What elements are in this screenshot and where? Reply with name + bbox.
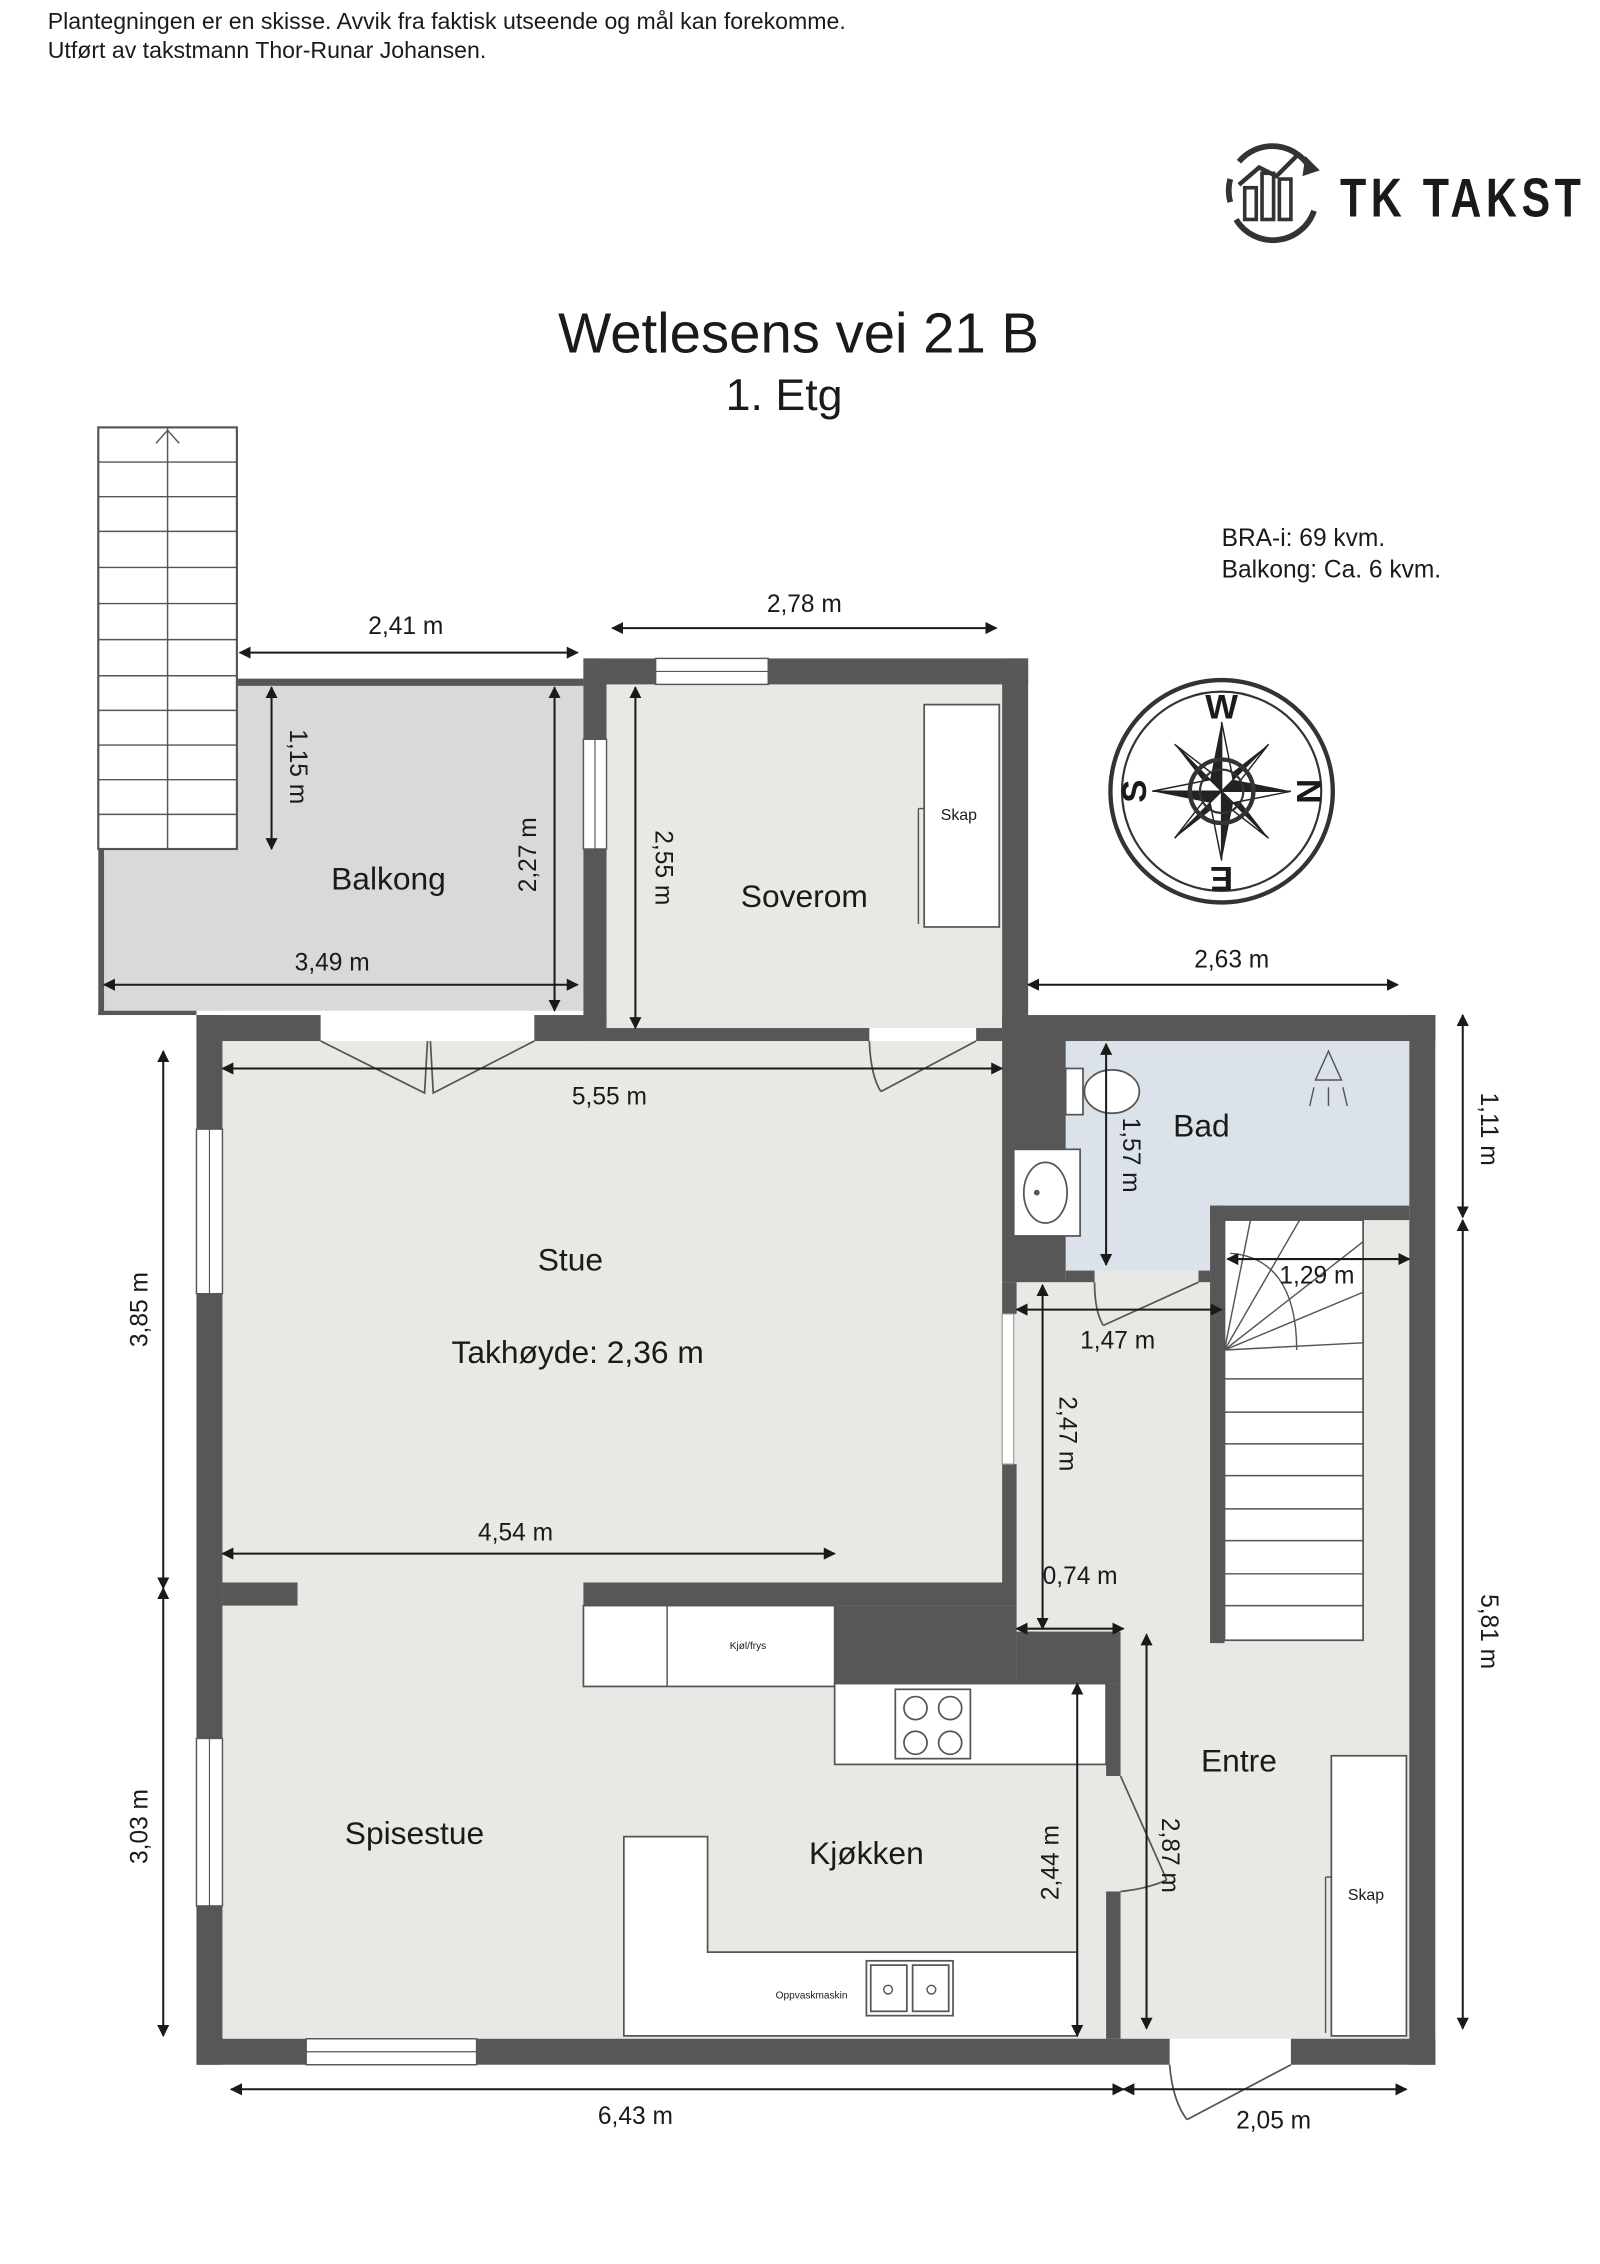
burner-icon: [937, 1695, 963, 1721]
shower-icon: [1308, 1049, 1348, 1107]
area-balkong: Balkong: Ca. 6 kvm.: [1222, 557, 1442, 584]
building-chart-circle-icon: [1225, 143, 1320, 244]
dimension-label: 2,41 m: [368, 613, 443, 640]
balkong-floor: [104, 684, 584, 1011]
bad-floor: [1065, 1041, 1410, 1271]
bathroom-sink-icon: [1012, 1148, 1081, 1237]
room-label-balkong: Balkong: [331, 860, 446, 896]
compass-letter-right: N: [1289, 779, 1327, 804]
balkong-double-door: [320, 1040, 535, 1095]
window-soverom-left: [582, 738, 608, 850]
header-note-line-2: Utført av takstmann Thor-Runar Johansen.: [48, 37, 487, 63]
dimension-label: 4,54 m: [478, 1520, 553, 1547]
compass-letter-left: S: [1116, 780, 1154, 803]
compass-letter-bottom: E: [1210, 859, 1233, 897]
dimension-label: 1,47 m: [1080, 1328, 1155, 1355]
compass-letter-top: W: [1205, 689, 1238, 727]
kitchen-sink-icon: [865, 1959, 954, 2017]
kitchen-counter: [622, 1835, 1079, 2037]
room-label-soverom: Soverom: [741, 878, 868, 914]
floor-label: 1. Etg: [726, 370, 843, 420]
logo-text: TK TAKST: [1340, 167, 1585, 229]
dimension-label: 3,49 m: [295, 949, 370, 976]
dimension-label: 3,85 m: [127, 1272, 154, 1347]
dimension-label: 5,81 m: [1475, 1594, 1502, 1669]
interior-stairs: [1223, 1219, 1364, 1642]
window-spisestue: [195, 1737, 224, 1907]
oppvaskmaskin-label: Oppvaskmaskin: [776, 1990, 848, 2001]
room-label-entre: Entre: [1201, 1743, 1277, 1779]
stair-direction-arrow-icon: [155, 429, 180, 444]
burner-icon: [903, 1730, 928, 1756]
dimension-label: 2,44 m: [1038, 1825, 1065, 1900]
kjol-frys-label: Kjøl/frys: [730, 1641, 766, 1652]
dimension-label: 2,47 m: [1054, 1396, 1081, 1471]
burner-icon: [903, 1695, 928, 1721]
dimension-label: 1,29 m: [1279, 1263, 1354, 1290]
dimension-label: 2,05 m: [1236, 2107, 1311, 2134]
burner-icon: [937, 1730, 963, 1756]
page-title: Wetlesens vei 21 B: [558, 301, 1039, 364]
fridge-counter: [582, 1604, 836, 1688]
dimension-label: 2,78 m: [767, 591, 842, 618]
area-bra-i: BRA-i: 69 kvm.: [1222, 525, 1386, 552]
window-bottom: [305, 2038, 478, 2066]
dimension-label: 2,27 m: [515, 817, 542, 892]
dimension-label: 1,15 m: [284, 729, 311, 804]
balkong-rail-top: [236, 678, 584, 686]
window-stue: [195, 1128, 224, 1295]
glass-partition: [1001, 1313, 1015, 1465]
dimension-label: 2,63 m: [1194, 946, 1269, 973]
room-label-stue: Stue: [538, 1242, 603, 1278]
dimension-label: 6,43 m: [598, 2103, 673, 2130]
balkong-rail-bottom: [98, 1010, 197, 1016]
dimension-lines: [102, 622, 1469, 2096]
room-label-spisestue: Spisestue: [345, 1815, 484, 1851]
soverom-wardrobe: [917, 703, 1001, 928]
exterior-stairs: [97, 426, 238, 851]
dimension-label: 2,55 m: [649, 830, 676, 905]
dimension-label: 0,74 m: [1043, 1563, 1118, 1590]
stove-counter: [833, 1682, 1107, 1766]
ceiling-height-label: Takhøyde: 2,36 m: [451, 1334, 703, 1370]
compass-rose-icon: W N E S: [1108, 677, 1335, 905]
skap-entre-label: Skap: [1348, 1887, 1384, 1904]
dimension-label: 2,87 m: [1156, 1818, 1183, 1893]
room-label-kjokken: Kjøkken: [809, 1835, 924, 1871]
dimension-label: 1,11 m: [1475, 1093, 1502, 1166]
entre-wardrobe: [1324, 1754, 1408, 2037]
toilet-icon: [1064, 1067, 1141, 1116]
room-label-bad: Bad: [1173, 1107, 1230, 1143]
skap-soverom-label: Skap: [941, 807, 977, 824]
balkong-rail-left: [98, 849, 105, 1016]
dimension-label: 1,57 m: [1117, 1118, 1144, 1193]
dimension-label: 5,55 m: [572, 1084, 647, 1111]
dimension-label: 3,03 m: [127, 1789, 154, 1864]
header-note-line-1: Plantegningen er en skisse. Avvik fra fa…: [48, 8, 846, 34]
window-soverom-top: [654, 657, 769, 686]
